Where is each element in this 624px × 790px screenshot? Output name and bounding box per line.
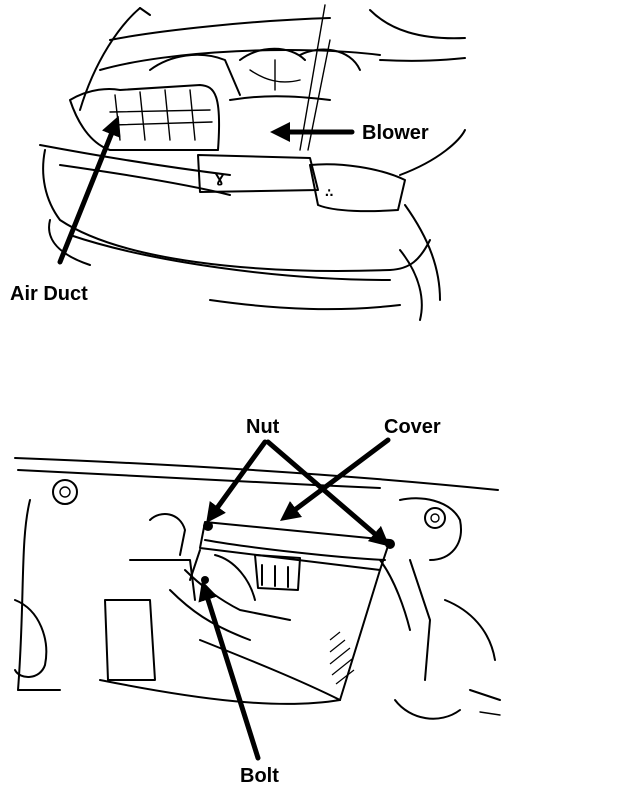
bolt-label: Bolt xyxy=(240,765,279,787)
nut-arrow-left xyxy=(206,439,268,524)
hatched-shading xyxy=(329,631,355,685)
nut-label: Nut xyxy=(246,416,280,438)
bolt-arrow xyxy=(198,580,261,761)
bottom-illustration xyxy=(14,457,501,720)
blower-label: Blower xyxy=(362,122,429,144)
cover-arrow xyxy=(280,437,391,521)
svg-text:Ɣ: Ɣ xyxy=(215,172,225,186)
cover-label: Cover xyxy=(384,416,441,438)
air-duct-arrow xyxy=(57,115,121,265)
air-duct-label: Air Duct xyxy=(10,283,88,305)
top-illustration: Ɣ ∴ xyxy=(39,4,466,321)
nut-arrow-right xyxy=(265,439,390,547)
svg-text:∴: ∴ xyxy=(325,186,333,200)
